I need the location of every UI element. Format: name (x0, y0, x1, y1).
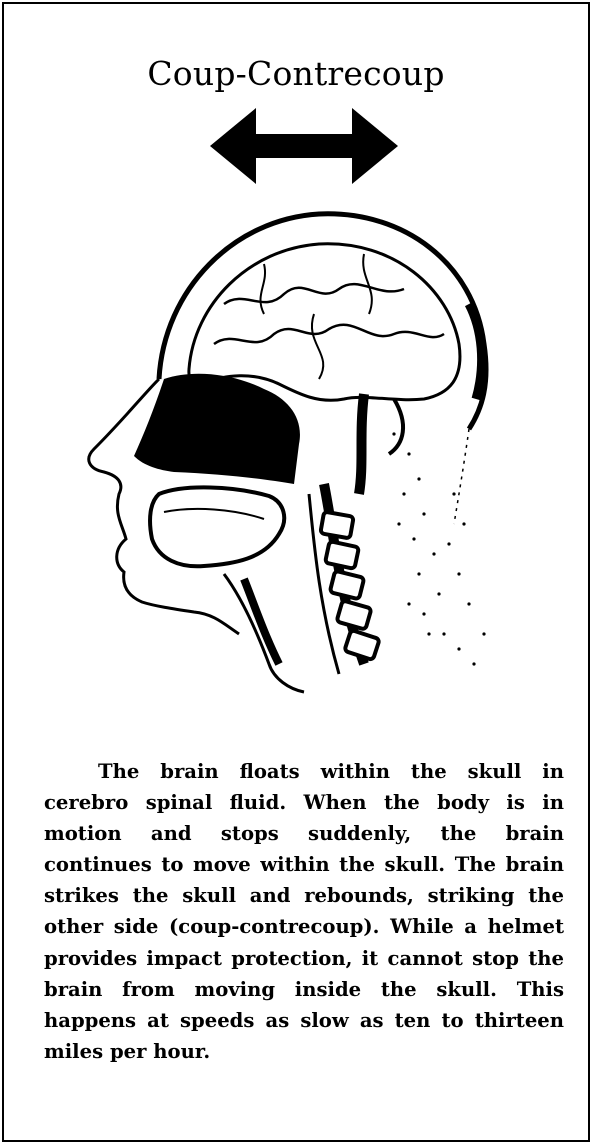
double-headed-arrow-icon (204, 104, 404, 188)
head-cross-section-icon (64, 194, 514, 714)
body-paragraph: The brain floats within the skull in cer… (44, 756, 564, 1067)
page-title: Coup-Contrecoup (4, 54, 588, 93)
